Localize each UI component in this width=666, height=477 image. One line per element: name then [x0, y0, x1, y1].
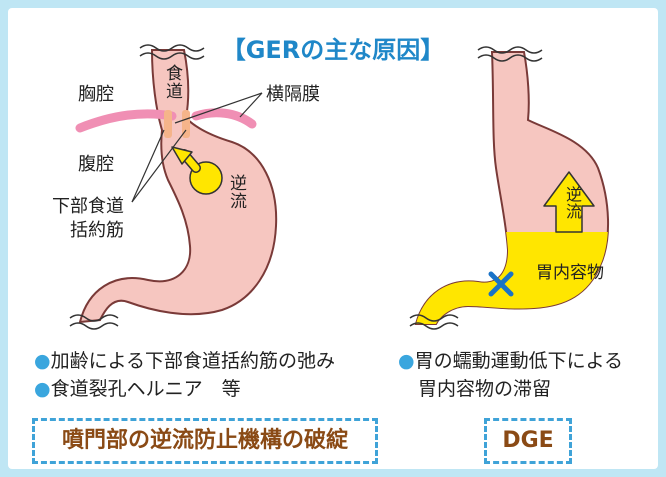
sphincter-muscle: [164, 110, 172, 138]
left-stomach: [78, 49, 278, 324]
bullet-dot: ●: [34, 350, 51, 372]
label-gastric-contents: 胃内容物: [536, 263, 604, 283]
wave-top-left: [139, 52, 205, 60]
wave-top-right: [477, 54, 543, 62]
leader-line: [174, 92, 263, 124]
x-mark-icon: [488, 271, 514, 297]
label-chest: 胸腔: [78, 84, 114, 105]
leader-line: [131, 129, 165, 203]
wave-top-right: [477, 46, 543, 54]
label-abdomen: 腹腔: [78, 154, 114, 175]
right-conclusion-box: DGE: [484, 418, 572, 464]
left-stomach-body: [78, 49, 278, 324]
wave-bottom-right: [409, 322, 459, 330]
left-bullet-item: ●食道裂孔ヘルニア 等: [34, 374, 241, 401]
left-bullet-text: 食道裂孔ヘルニア 等: [50, 378, 241, 400]
left-conclusion-box: 噴門部の逆流防止機構の破綻: [32, 418, 378, 464]
label-diaphragm: 横隔膜: [266, 84, 320, 105]
leader-line: [131, 129, 187, 203]
right-bullet-text: 胃の蠕動運動低下による: [414, 350, 624, 372]
label-esophagus: 食道: [162, 64, 182, 100]
page-title: 【GERの主な原因】: [221, 36, 445, 64]
right-bullet-text-cont: 胃内容物の滞留: [418, 378, 552, 400]
right-bullet-item: ●胃の蠕動運動低下による: [398, 346, 623, 373]
wave-bottom-left: [69, 322, 119, 330]
wave-bottom-left: [69, 314, 119, 322]
reflux-arrow-left: [171, 146, 223, 195]
left-bullet-text: 加齢による下部食道括約筋の弛み: [50, 350, 336, 372]
bullet-dot: ●: [398, 350, 415, 372]
label-sphincter-line2: 括約筋: [70, 220, 124, 241]
reflux-arrow-right: [543, 171, 595, 233]
left-bullet-item: ●加齢による下部食道括約筋の弛み: [34, 346, 335, 373]
right-stomach: [414, 51, 610, 325]
sphincter-muscle: [182, 110, 190, 138]
label-reflux-left: 逆流: [226, 174, 246, 210]
bullet-dot: ●: [34, 378, 51, 400]
wave-bottom-right: [409, 314, 459, 322]
label-reflux-right: 逆流: [563, 186, 582, 220]
label-sphincter-line1: 下部食道: [52, 196, 124, 217]
leader-line: [239, 92, 263, 118]
wave-top-left: [139, 44, 205, 52]
